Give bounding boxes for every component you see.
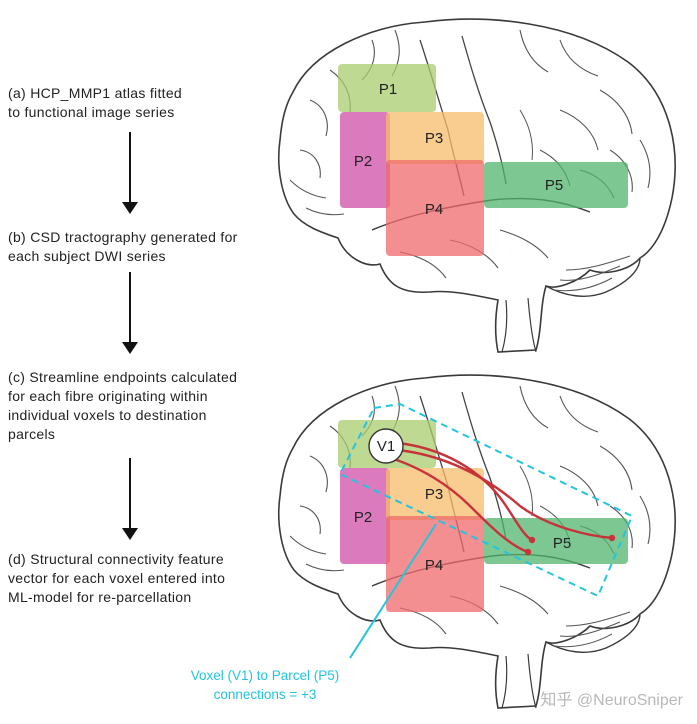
watermark: 知乎 @NeuroSniper xyxy=(540,692,683,709)
step-a-text: (a) HCP_MMP1 atlas fitted to functional … xyxy=(8,84,182,122)
step-a-line-2: to functional image series xyxy=(8,104,175,120)
parcel-p1-label-top: P1 xyxy=(379,81,397,98)
parcel-p4-bottom xyxy=(386,516,484,612)
step-c-line-1: (c) Streamline endpoints calculated xyxy=(8,369,238,385)
parcel-p5-label-bottom: P5 xyxy=(553,535,571,552)
parcel-p3-label-top: P3 xyxy=(425,130,443,147)
step-b-text: (b) CSD tractography generated for each … xyxy=(8,228,238,266)
parcel-p2-label-bottom: P2 xyxy=(354,509,372,526)
fibre-streamline-2 xyxy=(397,448,613,540)
step-c-line-3: individual voxels to destination xyxy=(8,407,207,423)
step-a-line-1: (a) HCP_MMP1 atlas fitted xyxy=(8,85,182,101)
fibre-endpoint-2 xyxy=(608,534,616,542)
fibre-streamline-1 xyxy=(397,441,533,542)
parcel-p3-label-bottom: P3 xyxy=(425,486,443,503)
callout-line-2: connections = +3 xyxy=(213,687,317,702)
callout-leader-line xyxy=(349,523,437,659)
voxel-v1-label: V1 xyxy=(377,438,395,455)
parcel-p2-top xyxy=(340,112,390,208)
step-b-line-2: each subject DWI series xyxy=(8,248,166,264)
parcel-p1-top xyxy=(338,64,436,112)
step-b-line-1: (b) CSD tractography generated for xyxy=(8,229,238,245)
parcel-p5-label-top: P5 xyxy=(545,177,563,194)
parcel-p4-top xyxy=(386,160,484,256)
step-c-line-2: for each fibre originating within xyxy=(8,388,208,404)
fibre-endpoint-3 xyxy=(524,548,532,556)
fibre-streamline-3 xyxy=(383,454,529,554)
step-c-line-4: parcels xyxy=(8,426,56,442)
callout-line-1: Voxel (V1) to Parcel (P5) xyxy=(190,668,340,683)
parcel-p3-top xyxy=(386,112,484,164)
brain-top: P1 P2 P3 P4 P5 xyxy=(277,18,676,353)
parcel-p2-label-top: P2 xyxy=(354,153,372,170)
voxel-v1-circle xyxy=(368,428,404,464)
connection-region-dashed xyxy=(338,402,634,598)
step-d-line-2: vector for each voxel entered into xyxy=(8,570,226,586)
parcel-p4-label-bottom: P4 xyxy=(425,557,443,574)
brain-bottom: P2 P3 P4 P5 V1 xyxy=(277,374,676,709)
parcel-p4-label-top: P4 xyxy=(425,201,443,218)
parcel-p5-top xyxy=(484,162,628,208)
connection-callout: Voxel (V1) to Parcel (P5) connections = … xyxy=(160,666,370,704)
step-d-line-1: (d) Structural connectivity feature xyxy=(8,551,224,567)
fibre-endpoint-1 xyxy=(528,536,536,544)
step-d-line-3: ML-model for re-parcellation xyxy=(8,589,192,605)
step-c-text: (c) Streamline endpoints calculated for … xyxy=(8,368,237,444)
step-d-text: (d) Structural connectivity feature vect… xyxy=(8,550,225,607)
